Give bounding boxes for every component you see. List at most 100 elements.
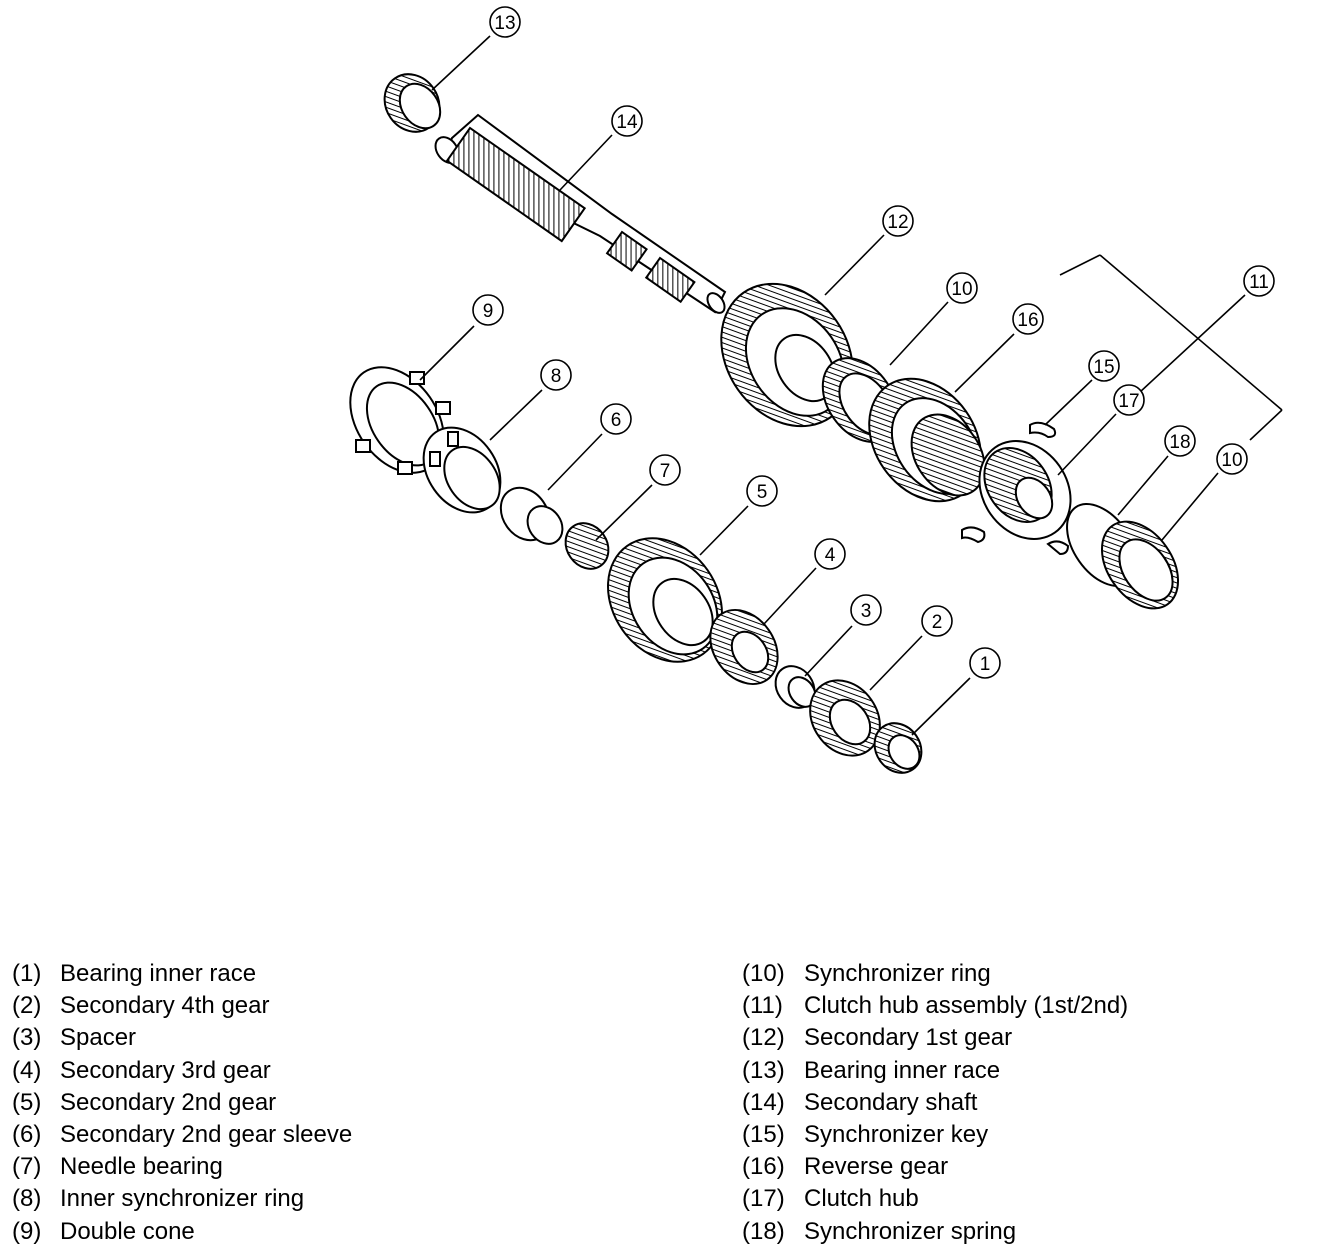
callout-16: 16 [1012,303,1044,335]
svg-text:5: 5 [757,482,768,503]
secondary-shaft [434,113,727,314]
leader-lines [419,35,1283,736]
legend-item: (8) Inner synchronizer ring [12,1183,352,1215]
callout-18: 18 [1164,425,1196,457]
legend-label: Needle bearing [60,1153,223,1181]
legend-number: (12) [742,1024,785,1052]
callout-3: 3 [850,594,882,626]
callout-4: 4 [814,538,846,570]
callout-13: 13 [489,6,521,38]
callout-15: 15 [1088,350,1120,382]
legend-label: Bearing inner race [60,960,257,987]
svg-text:18: 18 [1169,432,1190,453]
legend-item: (3) Spacer [12,1022,352,1054]
callout-5: 5 [746,475,778,507]
legend-number: (2) [12,992,42,1020]
callout-8: 8 [540,359,572,391]
legend-label: Double cone [60,1217,195,1245]
legend-item: (11) Clutch hub assembly (1st/2nd) [742,990,1128,1022]
synchronizer-ring-10b [1100,520,1180,610]
double-cone [349,366,451,475]
legend-number: (14) [742,1088,785,1116]
callout-2: 2 [921,605,953,637]
legend-item: (10)Synchronizer ring [742,958,1128,990]
svg-text:1: 1 [980,654,991,675]
legend-item: (16) Reverse gear [742,1151,1128,1183]
legend-number: (10) [742,960,785,987]
legend-label: Clutch hub assembly (1st/2nd) [804,992,1129,1020]
legend-label: Secondary 3rd gear [60,1056,271,1084]
legend-number: (18) [742,1217,785,1245]
callout-12: 12 [882,205,914,237]
svg-text:12: 12 [887,212,908,233]
callout-10b: 10 [1216,443,1248,475]
legend-label: Secondary 4th gear [60,992,270,1020]
legend-label: Secondary 2nd gear [60,1088,277,1116]
legend-item: (9) Double cone [12,1216,352,1248]
bearing-inner-race-13 [383,73,442,133]
legend-label: Reverse gear [804,1153,949,1181]
secondary-4th-gear [809,679,881,757]
legend-item: (2) Secondary 4th gear [12,990,352,1022]
legend-number: (9) [12,1217,42,1245]
legend-item: (14) Secondary shaft [742,1087,1128,1119]
reverse-gear [868,377,986,503]
legend-number: (13) [742,1056,785,1084]
legend-number: (16) [742,1153,785,1181]
exploded-gear-diagram: 13 14 12 10 16 11 15 17 18 10 9 8 6 7 5 … [349,6,1283,774]
secondary-3rd-gear [709,608,779,686]
svg-text:7: 7 [660,461,671,482]
legend-number: (4) [12,1056,42,1084]
secondary-2nd-gear-sleeve [499,486,564,545]
legend-item: (1) Bearing inner race [12,958,352,990]
svg-text:15: 15 [1093,357,1114,378]
legend-label: Secondary 2nd gear sleeve [60,1121,353,1149]
callout-9: 9 [472,294,504,326]
secondary-1st-gear [720,282,854,428]
legend-number: (5) [12,1088,42,1116]
legend-item: (15)Synchronizer key [742,1119,1128,1151]
legend-item: (4) Secondary 3rd gear [12,1055,352,1087]
svg-text:2: 2 [932,612,943,633]
legend-number: (1) [12,960,42,987]
legend-label: Spacer [60,1024,137,1052]
callout-6: 6 [600,403,632,435]
svg-text:16: 16 [1017,310,1038,331]
legend-number: (3) [12,1024,42,1052]
svg-text:8: 8 [551,366,562,387]
inner-synchronizer-ring [422,426,502,514]
legend-number: (8) [12,1185,42,1213]
needle-bearing [564,522,610,570]
legend-number: (17) [742,1185,785,1213]
legend-number: (11) [742,992,783,1020]
legend-left-column: (1) Bearing inner race (2) Secondary 4th g… [12,958,352,1248]
legend-label: Inner synchronizer ring [60,1185,305,1213]
secondary-2nd-gear [607,537,723,663]
svg-text:3: 3 [861,601,872,622]
clutch-hub [978,440,1072,540]
svg-text:9: 9 [483,301,494,322]
callout-14: 14 [611,105,643,137]
callout-1: 1 [969,647,1001,679]
legend-item: (17)Clutch hub [742,1183,1128,1215]
svg-text:10: 10 [1221,450,1242,471]
legend-item: (7) Needle bearing [12,1151,352,1183]
svg-text:6: 6 [611,410,622,431]
svg-text:11: 11 [1249,272,1269,293]
legend-label: Synchronizer spring [804,1217,1017,1245]
svg-text:17: 17 [1118,391,1139,412]
synchronizer-keys [961,421,1070,556]
svg-text:14: 14 [616,112,638,133]
legend-item: (18) Synchronizer spring [742,1216,1128,1248]
svg-text:13: 13 [494,13,515,34]
legend-label: Bearing inner race [804,1056,1001,1084]
legend-number: (7) [12,1153,42,1181]
legend-number: (15) [742,1121,785,1149]
legend-label: Secondary shaft [804,1088,978,1116]
callout-17: 17 [1113,384,1145,416]
legend-label: Secondary 1st gear [804,1024,1013,1052]
legend-number: (6) [12,1121,42,1149]
legend-item: (6) Secondary 2nd gear sleeve [12,1119,352,1151]
callout-7: 7 [649,454,681,486]
svg-text:10: 10 [951,279,972,300]
